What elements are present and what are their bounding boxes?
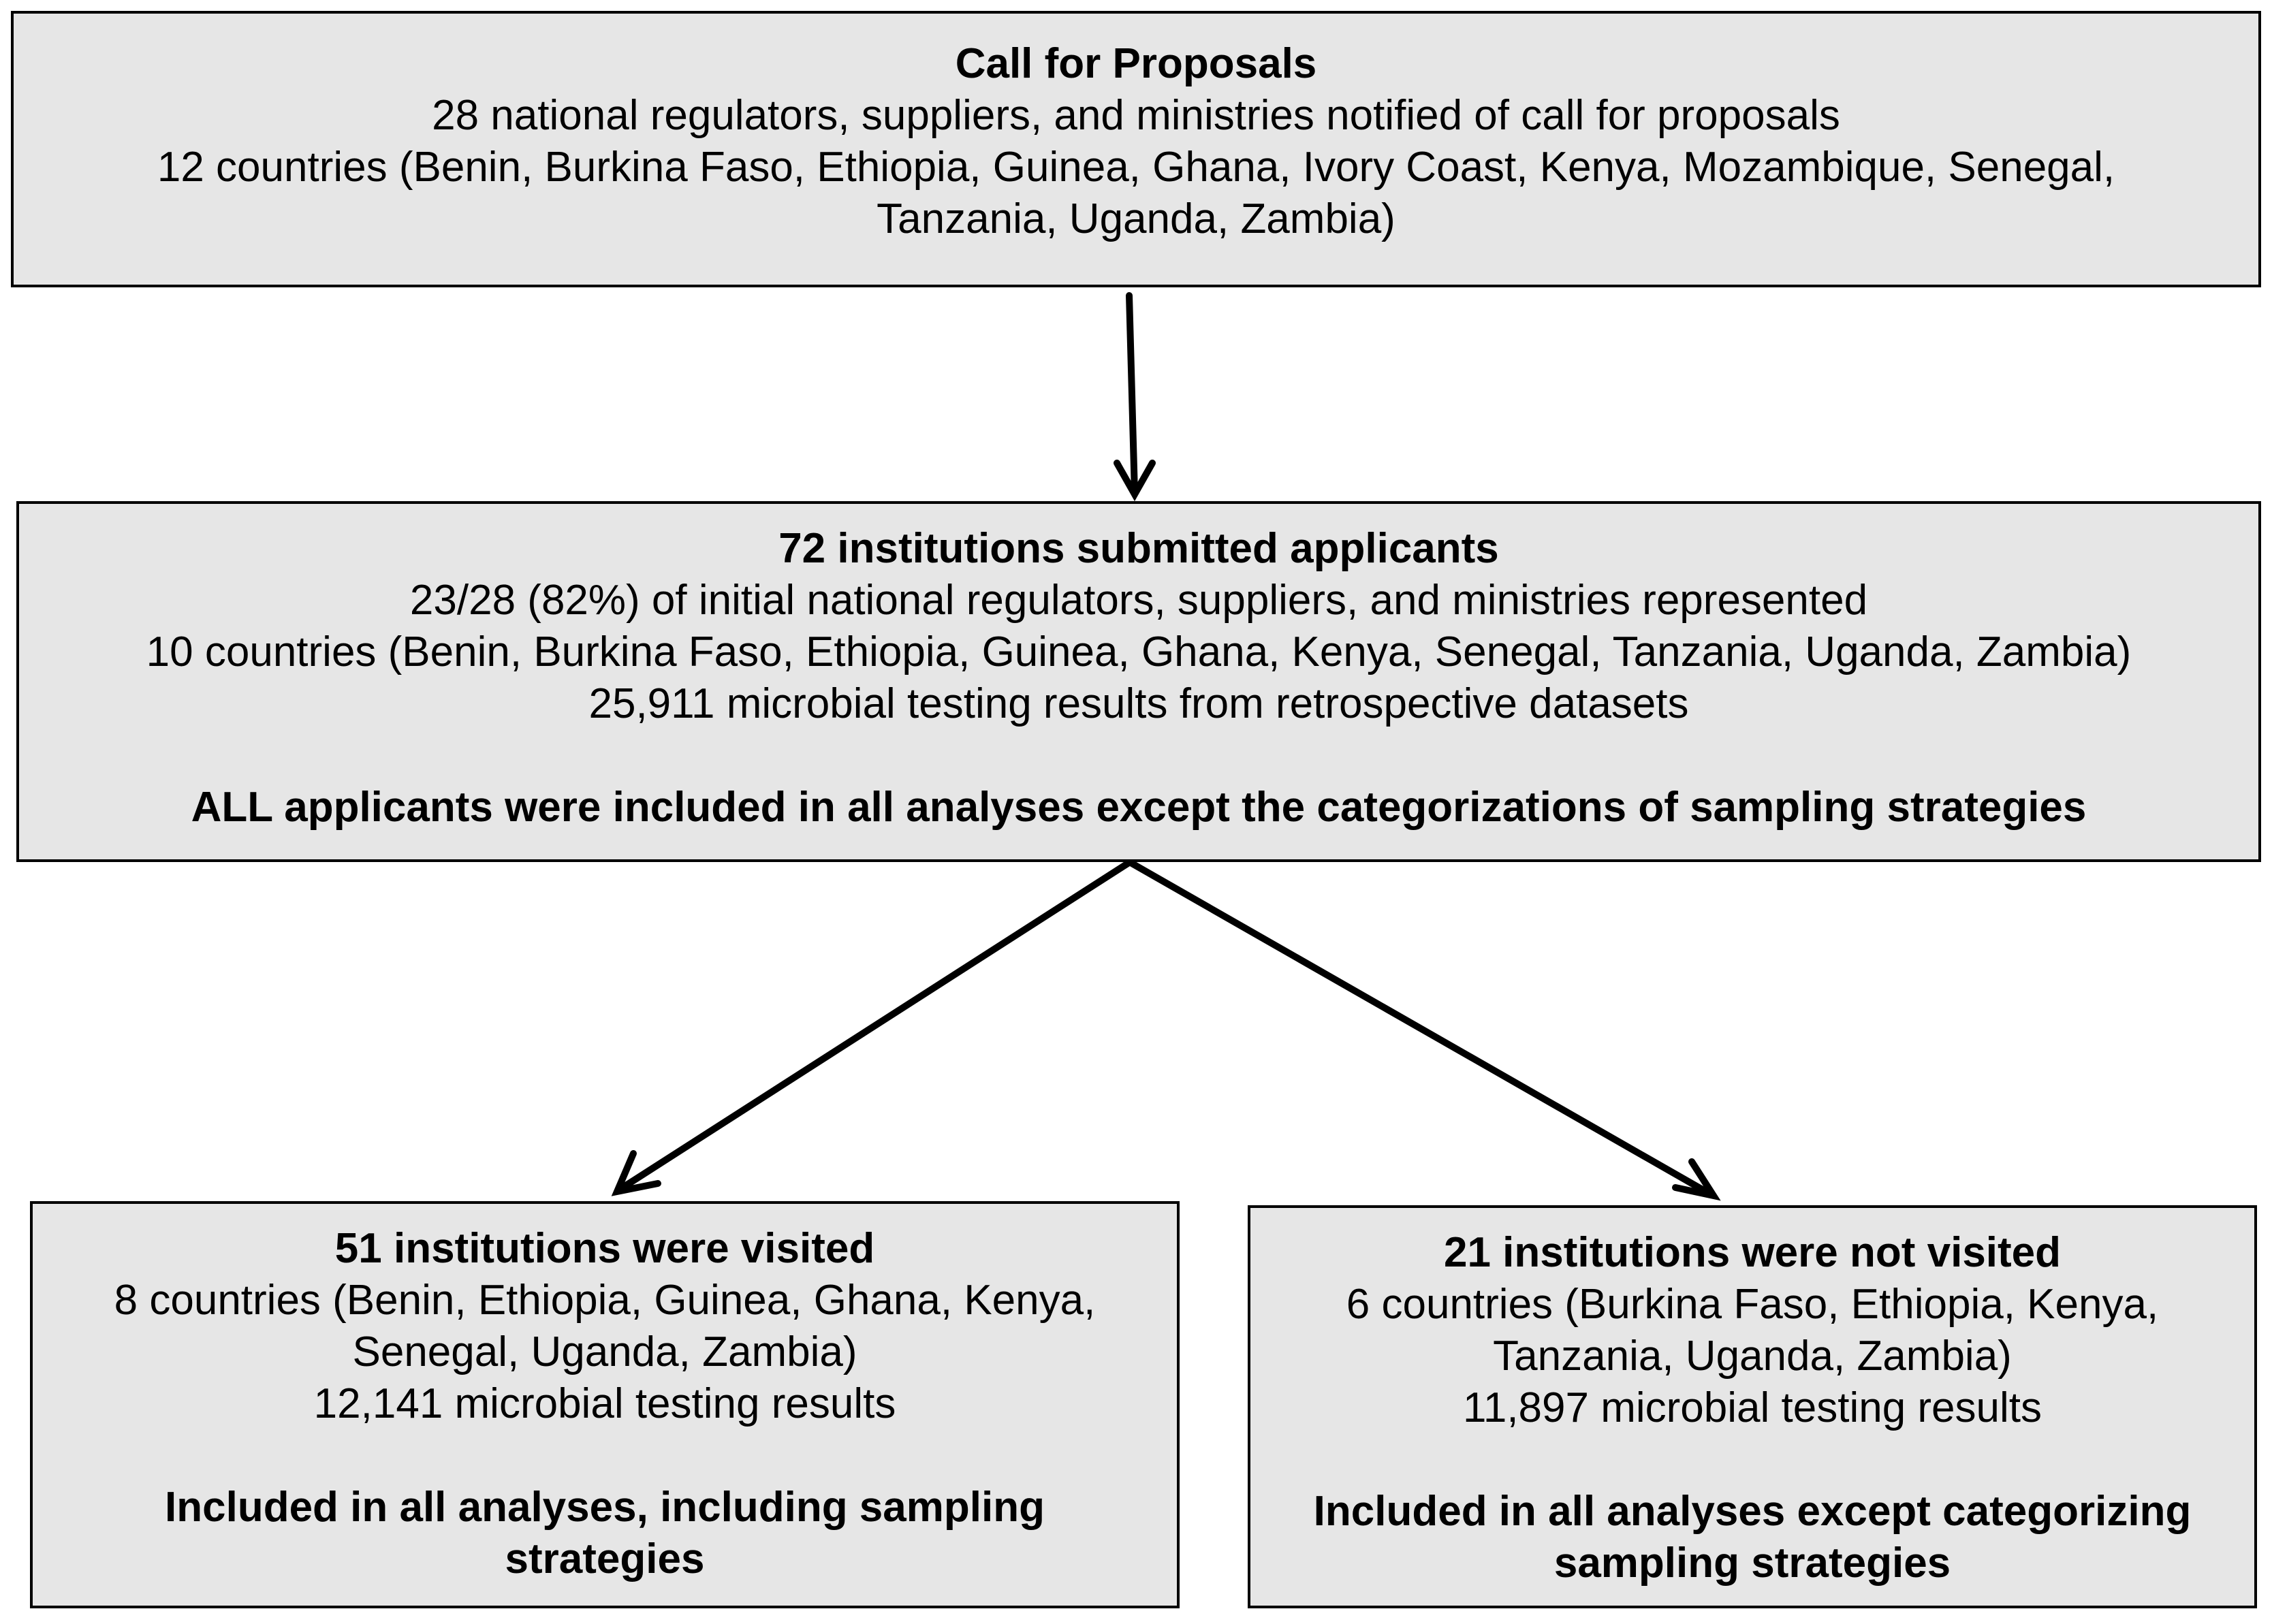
not-visited-line-1: 6 countries (Burkina Faso, Ethiopia, Ken… bbox=[1346, 1281, 2159, 1328]
not-visited-spacer bbox=[1278, 1434, 2227, 1486]
call-for-proposals-box: Call for Proposals 28 national regulator… bbox=[11, 11, 2261, 287]
arrow-submitted-to-visited bbox=[611, 860, 1131, 1196]
call-title: Call for Proposals bbox=[955, 40, 1317, 87]
not-visited-note: Included in all analyses except categori… bbox=[1313, 1488, 2192, 1587]
arrow-submitted-to-not-visited bbox=[1129, 860, 1721, 1201]
visited-line-3: 12,141 microbial testing results bbox=[313, 1380, 896, 1427]
visited-line-1: 8 countries (Benin, Ethiopia, Guinea, Gh… bbox=[114, 1277, 1096, 1324]
visited-spacer bbox=[74, 1430, 1136, 1482]
submitted-line-2: 10 countries (Benin, Burkina Faso, Ethio… bbox=[146, 628, 2132, 675]
arrow-call-to-submitted bbox=[1114, 292, 1156, 502]
call-line-2: 12 countries (Benin, Burkina Faso, Ethio… bbox=[157, 144, 2115, 191]
submitted-note: ALL applicants were included in all anal… bbox=[191, 784, 2087, 831]
visited-title: 51 institutions were visited bbox=[334, 1225, 875, 1272]
not-visited-institutions-box: 21 institutions were not visited 6 count… bbox=[1248, 1205, 2257, 1608]
not-visited-line-2: Tanzania, Uganda, Zambia) bbox=[1493, 1333, 2012, 1380]
visited-institutions-box: 51 institutions were visited 8 countries… bbox=[30, 1201, 1180, 1608]
call-line-3: Tanzania, Uganda, Zambia) bbox=[877, 195, 1395, 242]
visited-note: Included in all analyses, including samp… bbox=[165, 1484, 1045, 1582]
submitted-applicants-box: 72 institutions submitted applicants 23/… bbox=[16, 501, 2261, 862]
submitted-line-1: 23/28 (82%) of initial national regulato… bbox=[409, 577, 1868, 624]
call-line-1: 28 national regulators, suppliers, and m… bbox=[432, 92, 1840, 139]
submitted-line-3: 25,911 microbial testing results from re… bbox=[588, 680, 1689, 727]
submitted-title: 72 institutions submitted applicants bbox=[778, 525, 1499, 572]
visited-line-2: Senegal, Uganda, Zambia) bbox=[352, 1328, 857, 1375]
not-visited-line-3: 11,897 microbial testing results bbox=[1462, 1384, 2042, 1431]
submitted-spacer bbox=[19, 730, 2258, 782]
not-visited-title: 21 institutions were not visited bbox=[1443, 1229, 2062, 1276]
